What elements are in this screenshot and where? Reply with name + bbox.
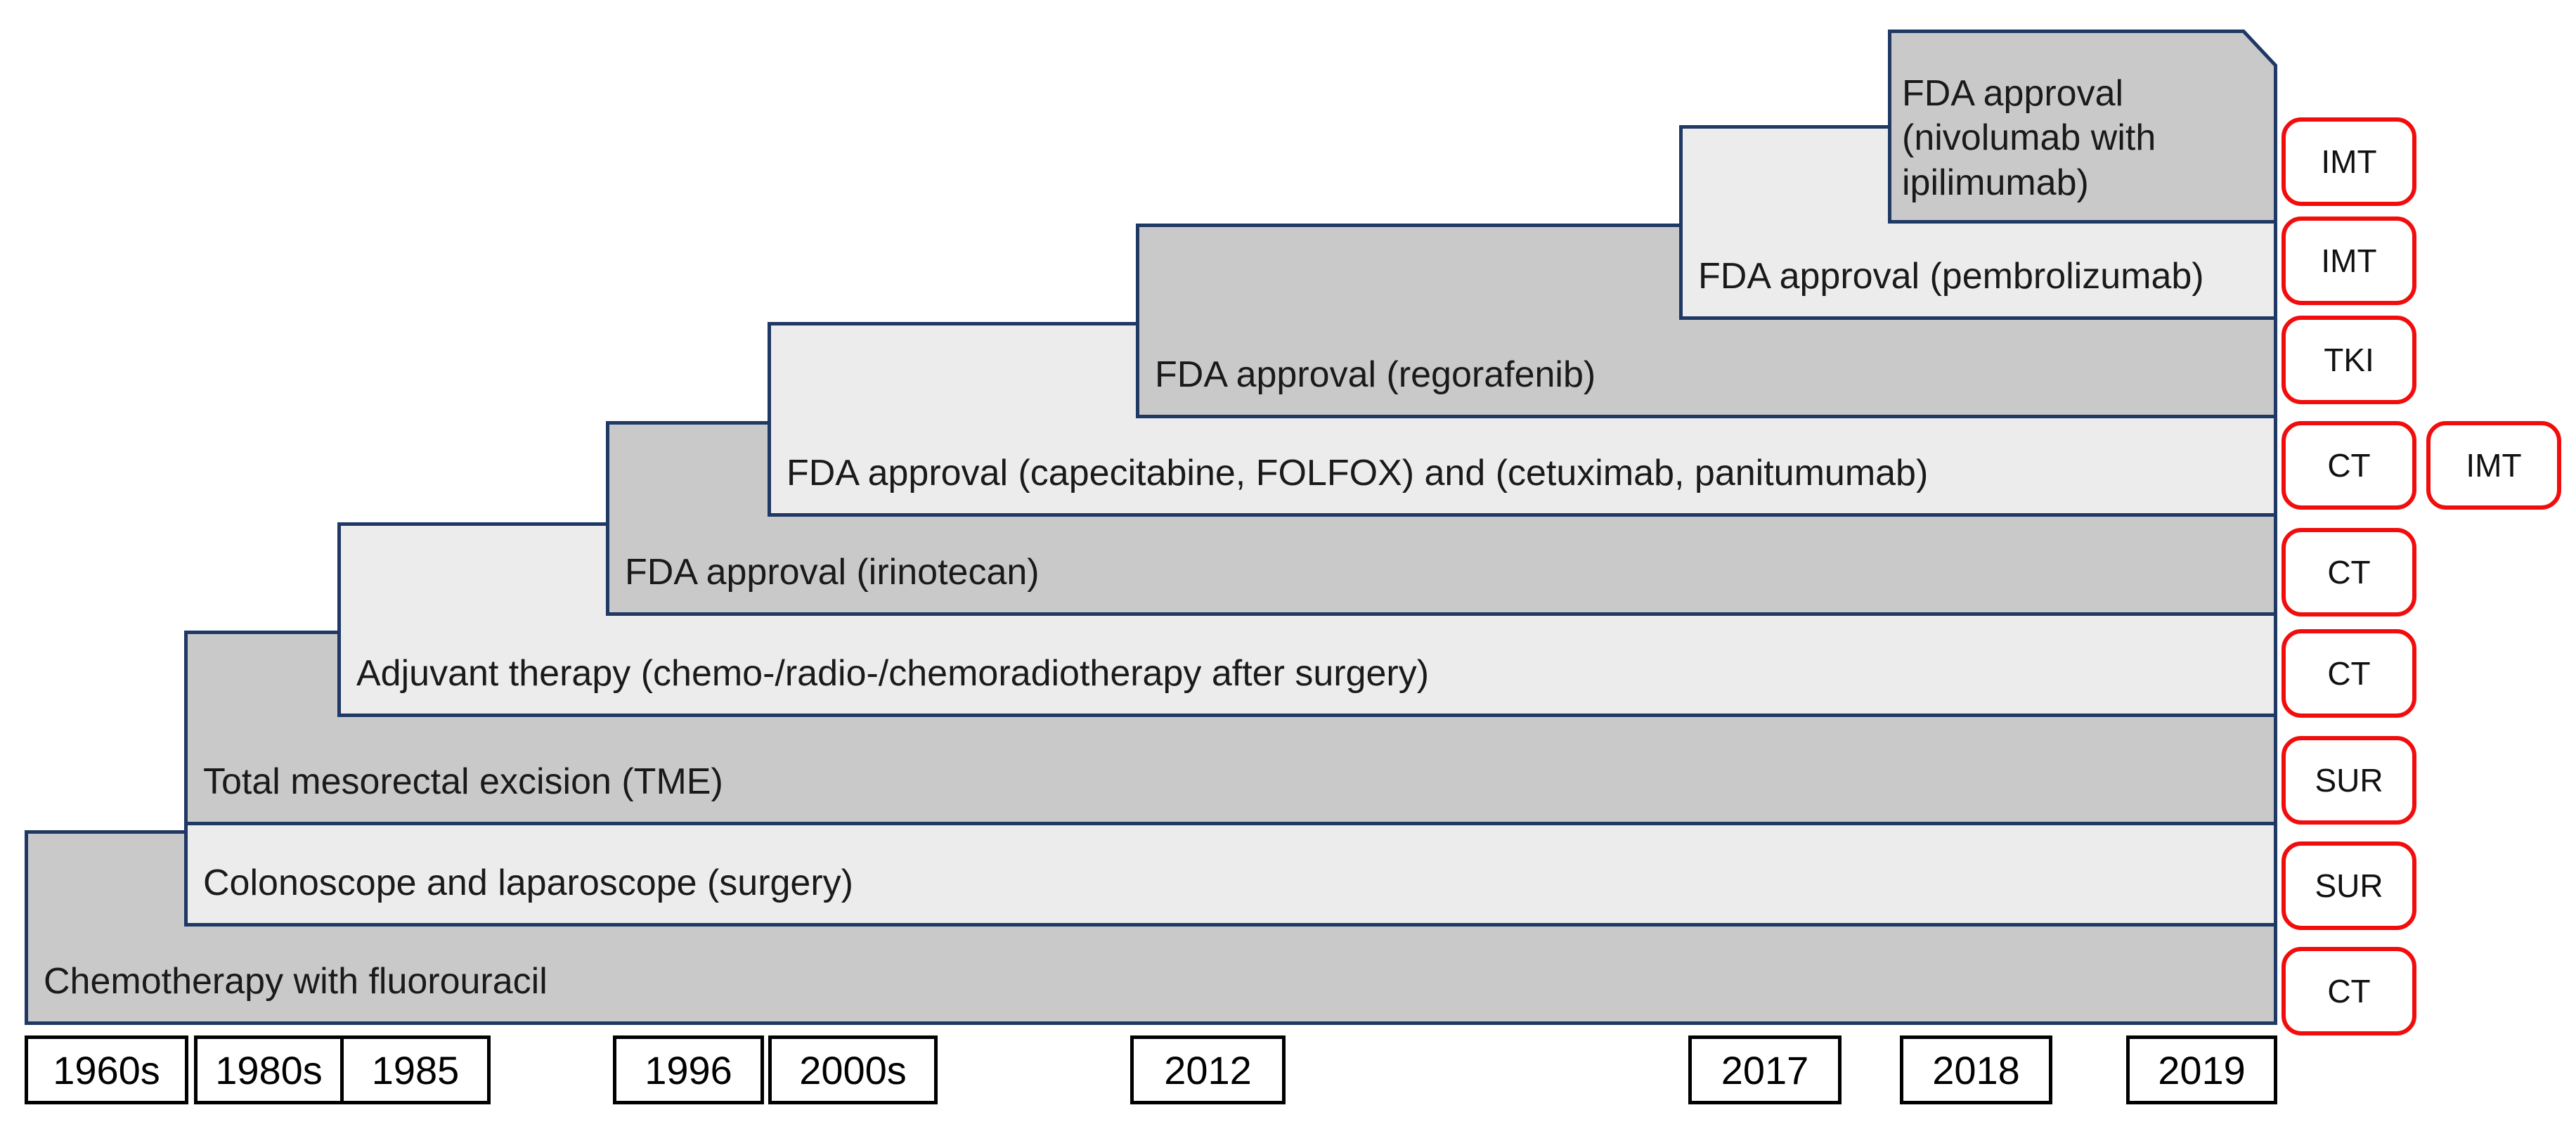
card-label: FDA approval (nivolumab with ipilimumab) bbox=[1902, 73, 2156, 203]
year-box-2017: 2017 bbox=[1688, 1035, 1842, 1104]
year-box-1996: 1996 bbox=[613, 1035, 764, 1104]
badge-ct-adjuvant: CT bbox=[2281, 629, 2416, 718]
year-box-1960s: 1960s bbox=[25, 1035, 188, 1104]
card-fda-nivolumab-ipilimumab: FDA approval (nivolumab with ipilimumab) bbox=[1888, 30, 2277, 224]
badge-ct-capecitabine: CT bbox=[2281, 421, 2416, 510]
badge-sur-colonoscope: SUR bbox=[2281, 841, 2416, 930]
badge-sur-tme: SUR bbox=[2281, 736, 2416, 825]
year-box-1980s: 1980s bbox=[194, 1035, 344, 1104]
card-label: Chemotherapy with fluorouracil bbox=[44, 961, 548, 1002]
card-label: Total mesorectal excision (TME) bbox=[203, 761, 723, 803]
card-label: FDA approval (regorafenib) bbox=[1155, 354, 1596, 396]
year-box-1985: 1985 bbox=[340, 1035, 491, 1104]
badge-ct-chemotherapy: CT bbox=[2281, 947, 2416, 1035]
badge-imt-pembrolizumab: IMT bbox=[2281, 217, 2416, 305]
badge-imt-cetuximab: IMT bbox=[2426, 421, 2561, 510]
card-label: Adjuvant therapy (chemo-/radio-/chemorad… bbox=[356, 653, 1430, 695]
year-box-2018: 2018 bbox=[1900, 1035, 2052, 1104]
card-label: FDA approval (irinotecan) bbox=[625, 552, 1040, 593]
badge-imt-nivolumab: IMT bbox=[2281, 117, 2416, 206]
card-label: FDA approval (capecitabine, FOLFOX) and … bbox=[787, 453, 1929, 494]
year-box-2012: 2012 bbox=[1130, 1035, 1286, 1104]
badge-tki-regorafenib: TKI bbox=[2281, 316, 2416, 404]
card-label: Colonoscope and laparoscope (surgery) bbox=[203, 863, 853, 904]
beveled-corner-shape bbox=[1888, 30, 2277, 224]
badge-ct-irinotecan: CT bbox=[2281, 528, 2416, 617]
card-label: FDA approval (pembrolizumab) bbox=[1698, 256, 2204, 297]
year-box-2019: 2019 bbox=[2126, 1035, 2277, 1104]
year-box-2000s: 2000s bbox=[768, 1035, 938, 1104]
